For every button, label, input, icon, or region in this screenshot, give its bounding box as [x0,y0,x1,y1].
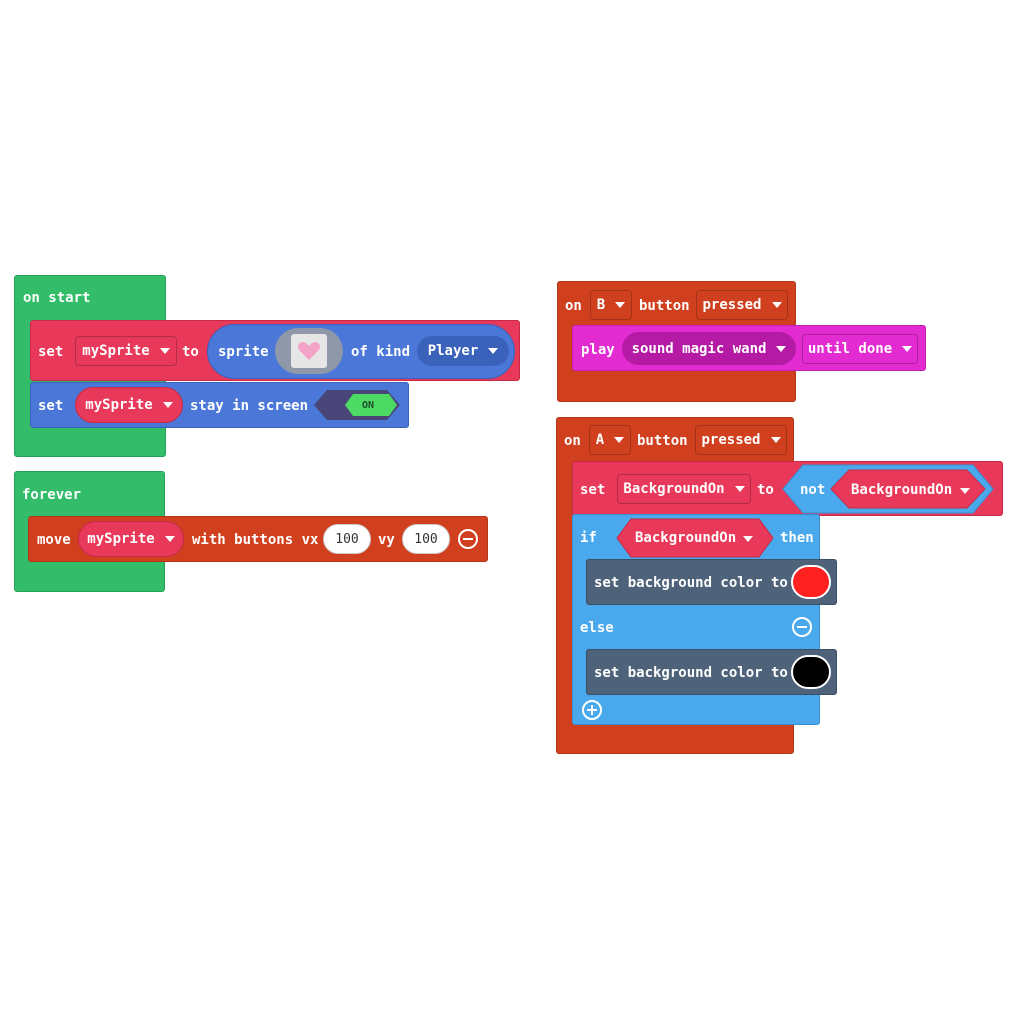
variable-label: BackgroundOn [623,481,725,497]
vy-input[interactable]: 100 [402,524,450,554]
vy-label: vy [378,532,395,548]
event-label: pressed [702,297,762,313]
chevron-down-icon [776,345,787,352]
variable-label: mySprite [85,397,153,413]
chevron-down-icon [164,536,175,542]
chevron-down-icon [614,437,625,443]
kind-label: Player [427,343,479,359]
remove-else-icon[interactable] [792,617,812,637]
chevron-down-icon [902,346,913,352]
variable-label: mySprite [87,531,155,547]
chevron-down-icon[interactable] [960,488,970,494]
set-label: set [38,398,64,414]
variable-dropdown[interactable]: BackgroundOn [617,474,751,504]
sound-dropdown[interactable]: sound magic wand [622,332,796,365]
set-background-color-block-2[interactable]: set background color to [586,649,837,695]
on-start-label: on start [23,290,91,306]
chevron-down-icon [488,348,499,354]
then-label: then [780,530,814,546]
event-dropdown[interactable]: pressed [696,290,788,320]
toggle-switch[interactable] [313,389,401,421]
set-label: set [38,344,64,360]
variable-dropdown[interactable]: mySprite [75,336,177,366]
play-mode-label: until done [807,341,893,357]
play-mode-dropdown[interactable]: until done [802,334,918,364]
not-operator-shape[interactable] [781,464,995,514]
on-label: on [565,298,582,314]
else-label: else [580,620,614,636]
minus-icon[interactable] [458,529,478,549]
chevron-down-icon [615,302,626,308]
chevron-down-icon [162,402,173,408]
image-picker[interactable] [275,328,343,374]
chevron-down-icon[interactable] [743,536,753,542]
button-name-label: B [596,297,606,313]
event-dropdown[interactable]: pressed [695,425,787,455]
kind-dropdown[interactable]: Player [417,336,509,366]
not-label: not [800,482,826,498]
on-label: on [564,433,581,449]
set-background-color-label: set background color to [594,665,788,681]
play-label: play [581,342,615,358]
variable-label: mySprite [82,343,150,359]
chevron-down-icon [159,348,170,354]
condition-reporter[interactable] [615,518,775,558]
button-dropdown[interactable]: B [590,290,632,320]
event-label: pressed [701,432,761,448]
color-black-swatch[interactable] [791,655,831,689]
with-buttons-vx-label: with buttons vx [192,532,319,548]
to-label: to [182,344,199,360]
move-label: move [37,532,71,548]
sound-label: sound magic wand [631,340,767,357]
play-sound-block[interactable]: play sound magic wand until done [572,325,926,371]
image-preview [291,334,327,368]
move-with-buttons-block[interactable]: move mySprite with buttons vx 100 vy 100 [28,516,488,562]
forever-label: forever [22,487,82,503]
vx-input[interactable]: 100 [323,524,371,554]
button-name-label: A [595,432,605,448]
variable-dropdown[interactable]: mySprite [75,387,183,423]
set-background-color-label: set background color to [594,575,788,591]
chevron-down-icon [770,437,781,443]
of-kind-label: of kind [351,344,411,360]
toggle-label: ON [362,400,375,411]
condition-label: BackgroundOn [635,530,737,546]
set-sprite-block[interactable]: set mySprite to sprite of kind Player [30,320,520,381]
stay-in-screen-block[interactable]: set mySprite stay in screen ON [30,382,409,428]
variable-dropdown[interactable]: mySprite [78,521,184,557]
sprite-label: sprite [218,344,269,360]
set-background-color-block-1[interactable]: set background color to [586,559,837,605]
button-label: button [639,298,690,314]
set-label: set [580,482,606,498]
chevron-down-icon [771,302,782,308]
to-label: to [757,482,774,498]
chevron-down-icon [734,486,745,492]
if-label: if [580,530,597,546]
stay-in-screen-label: stay in screen [190,398,309,414]
heart-icon [298,342,320,360]
set-variable-block[interactable]: set BackgroundOn to not BackgroundOn [572,461,1003,516]
button-dropdown[interactable]: A [589,425,631,455]
variable-reporter-label: BackgroundOn [851,482,953,498]
add-branch-icon[interactable] [582,700,602,720]
color-red-swatch[interactable] [791,565,831,599]
button-label: button [637,433,688,449]
